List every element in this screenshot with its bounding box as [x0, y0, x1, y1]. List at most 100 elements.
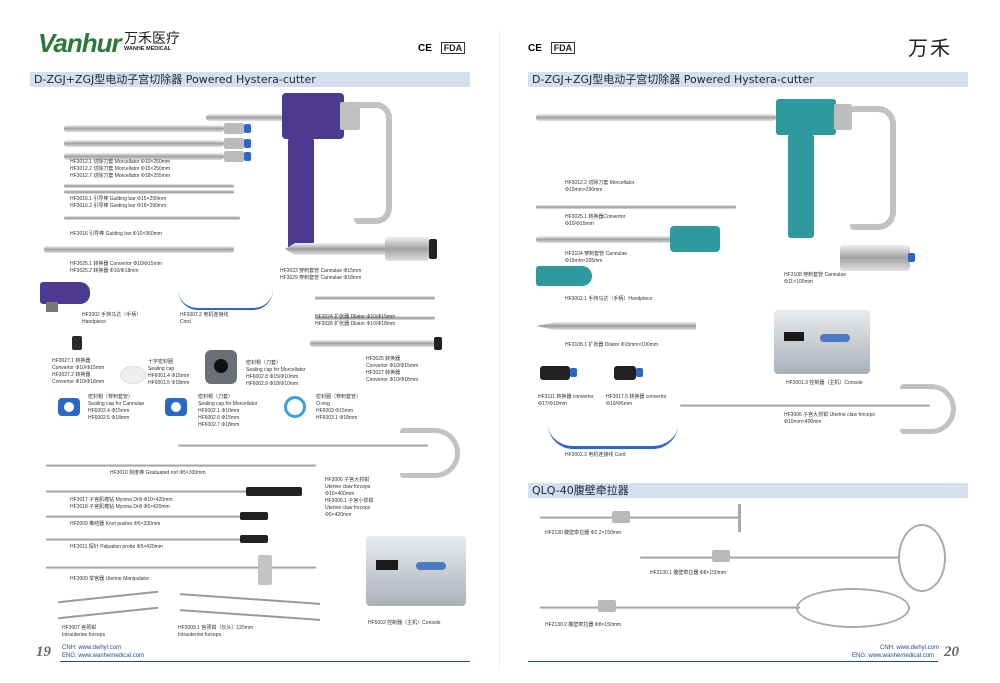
- page-number-right: 20: [944, 644, 959, 660]
- retractor-1-image: [540, 516, 740, 519]
- console-left-image: [366, 536, 466, 606]
- caption-r-hf2130-2: HF2130.2 腹壁牵拉器 Φ8×150mm: [545, 622, 622, 628]
- right-brand-logo: 万禾: [908, 36, 952, 60]
- caption-oring: O-ring: [316, 401, 330, 407]
- caption-cord: Cord: [180, 319, 191, 325]
- powered-cutter-image: [206, 90, 392, 260]
- caption-claw-size-1: Φ10×400mm: [325, 491, 355, 497]
- caption-r-size-6: Φ10/Φ5mm: [606, 401, 633, 407]
- caption-hf6002-7: HF6002.7 Φ18mm: [198, 422, 240, 428]
- convertor-r2-image: [614, 366, 636, 380]
- sealing-cap-image: [120, 366, 146, 384]
- fda-mark: FDA: [440, 42, 466, 54]
- caption-hf3017: HF3017 子宫肌瘤钻 Myoma Drill Φ10×420mm: [70, 497, 173, 503]
- caption-hf6001-5: HF6001.5 Φ18mm: [148, 380, 190, 386]
- caption-intrauterine-1: Intrauterine forceps: [62, 632, 106, 638]
- caption-hf3012-7: HF3012.7 切除刀套 Morcellator Φ18×255mm: [70, 173, 170, 179]
- caption-hf6002-8: HF6002.8 Φ15/Φ10mm: [246, 374, 299, 380]
- caption-r-hf2130: HF2130 腹壁牵拉器 Φ2.2×150mm: [545, 530, 622, 536]
- caption-hf3016: HF3016 引导棒 Guiding bar Φ10×360mm: [70, 231, 162, 237]
- caption-r-hf3001-3: HF3001.3 控制器（主机）Console: [786, 380, 863, 386]
- caption-hf3009-1: HF3009.1 宫颈钳（长头）120mm: [178, 625, 254, 631]
- caption-hf6002-9: HF6002.9 Φ18/Φ10mm: [246, 381, 299, 387]
- caption-hf3010: HF3010 刻度棒 Graduated rod Φ5×330mm: [110, 470, 206, 476]
- brand-en-name: WANHE MEDICAL: [124, 46, 172, 52]
- caption-hf3016-2: HF3016.2 引导棒 Guiding bar Φ18×290mm: [70, 203, 167, 209]
- caption-seal-morc2-cn: 密封帽（刀套）: [198, 394, 234, 400]
- caption-r-hf3012-2: HF3012.2 切除刀套 Morcellator: [565, 180, 635, 186]
- retractor-2-image: [640, 556, 900, 559]
- right-section-header: D-ZGJ+ZGJ型电动子宫切除器 Powered Hystera-cutter: [528, 72, 968, 87]
- convertor-r1-image: [540, 366, 570, 380]
- caption-r-hf3104: HF3104 穿刺套管 Cannulae: [565, 251, 627, 257]
- left-section-header: D-ZGJ+ZGJ型电动子宫切除器 Powered Hystera-cutter: [30, 72, 470, 87]
- claw-forceps-image: [400, 428, 460, 478]
- caption-r-hf3006: HF3006 子宫大抓钳 Uterine claw forceps: [784, 412, 875, 418]
- caption-convertor-3: Convertor Φ10/Φ15mm: [366, 363, 419, 369]
- ce-mark: CE: [418, 43, 432, 54]
- caption-seal-morc2: Sealing cap for Morcellator: [198, 401, 258, 407]
- caption-r-hf3017-5: HF3017.5 转换器 convertor: [606, 394, 667, 400]
- caption-r-size-2: Φ10/Φ15mm: [565, 221, 594, 227]
- ce-mark-right: CE: [528, 43, 542, 54]
- caption-r-hf3108: HF3108 穿刺套管 Cannulae: [784, 272, 846, 278]
- caption-hf3029: HF3029 穿刺套管 Cannulae Φ18mm: [280, 275, 362, 281]
- forceps-2-image: [180, 593, 320, 621]
- caption-sealing-cap: Sealing cap: [148, 366, 175, 372]
- caption-hf3012-2: HF3012.2 切除刀套 Morcellator Φ15×250mm: [70, 166, 170, 172]
- caption-r-size-5: Φ17/Φ10mm: [538, 401, 567, 407]
- caption-r-size-3: Φ15mm×205mm: [565, 258, 603, 264]
- caption-r-size-4: Φ11×100mm: [784, 279, 813, 285]
- caption-hf3007-2: HF3007.2 电机连接线: [180, 312, 229, 318]
- caption-seal-cannula: Sealing cap for Cannulae: [88, 401, 145, 407]
- caption-intrauterine-2: Intrauterine forceps: [178, 632, 222, 638]
- caption-hf3006-1: HF3006.1 子宫小抓钳: [325, 498, 374, 504]
- caption-hf3028: HF3028 扩张器 Dilator Φ10/Φ18mm: [315, 321, 396, 327]
- caption-hf3024: HF3024 扩张器 Dilator Φ10/Φ15mm: [315, 314, 396, 320]
- caption-r-hf3108-1: HF3108.1 扩张器 Dilator Φ15mm×100mm: [565, 342, 659, 348]
- cord-r-image: [548, 424, 678, 449]
- caption-hf3011: HF3011 探针 Palpation probe Φ5×420mm: [70, 544, 163, 550]
- caption-hf3002: HF3002 手持马达（手柄）: [82, 312, 142, 318]
- dilator-image: [536, 322, 696, 330]
- caption-r-hf2130-1: HF2130.1 腹壁牵拉器 Φ8×150mm: [650, 570, 727, 576]
- blue-cap-morcellator: [165, 398, 187, 416]
- brand-logo: Vanhur: [38, 28, 122, 58]
- caption-seal-morc: Sealing cap for Morcellator: [246, 367, 306, 373]
- caption-seal-morc-cn: 密封帽（刀套）: [246, 360, 282, 366]
- handpiece-image: [40, 282, 100, 312]
- caption-hf3012-1: HF3012.1 切除刀套 Morcellator Φ10×250mm: [70, 159, 170, 165]
- uterine-manipulator-image: [46, 566, 316, 569]
- cord-image: [178, 290, 273, 310]
- caption-hf5002: HF5002 控制器（主机）Console: [368, 620, 441, 626]
- caption-r-hf3111: HF3111 转换器 convertor: [538, 394, 594, 400]
- caption-r-hf3002-1: HF3002.1 手持马达（手柄）Handpiece: [565, 296, 653, 302]
- teal-handpiece-image: [536, 266, 592, 286]
- forceps-1-image: [58, 590, 158, 620]
- caption-convertor-4: Convertor Φ10/Φ18mm: [366, 377, 419, 383]
- retractor-3-image: [540, 606, 800, 609]
- o-ring-image: [284, 396, 306, 418]
- claw-forceps-r-image: [900, 384, 956, 434]
- caption-convertor-1: Convertor Φ10/Φ15mm: [52, 365, 105, 371]
- console-right-image: [774, 310, 870, 374]
- teal-cutter-image: [536, 94, 900, 254]
- morcellator-cap-image: [205, 350, 237, 384]
- caption-hf6003-1: HF6003.1 Φ18mm: [316, 415, 358, 421]
- cannula-image: [285, 237, 445, 263]
- page-number-left: 19: [36, 644, 51, 660]
- caption-claw-size-2: Φ5×420mm: [325, 512, 352, 518]
- caption-cross-seal: 十字密封圈: [148, 359, 174, 365]
- caption-hf3023: HF3023 穿刺套管 Cannulae Φ15mm: [280, 268, 362, 274]
- footer-left-eng: ENG: www.wanhemedical.com: [62, 653, 145, 659]
- caption-claw-forceps-1: Uterine claw forceps: [325, 484, 371, 490]
- caption-hf6002-5: HF6002.5 Φ18mm: [88, 415, 130, 421]
- caption-hf6002-6: HF6002.6 Φ15mm: [198, 415, 240, 421]
- caption-hf3027: HF3027 转换器: [366, 370, 401, 376]
- caption-hf2009: HF2009 推结器 Knot pusher Φ5×330mm: [70, 521, 161, 527]
- caption-hf3006: HF3006 子宫大抓钳: [325, 477, 370, 483]
- caption-hf3025: HF3025 转换器: [366, 356, 401, 362]
- cert-logos-left: CE FDA: [418, 42, 466, 54]
- caption-r-hf3025-1: HF3025.1 转换器Convertor: [565, 214, 626, 220]
- convertor-image: [72, 336, 82, 350]
